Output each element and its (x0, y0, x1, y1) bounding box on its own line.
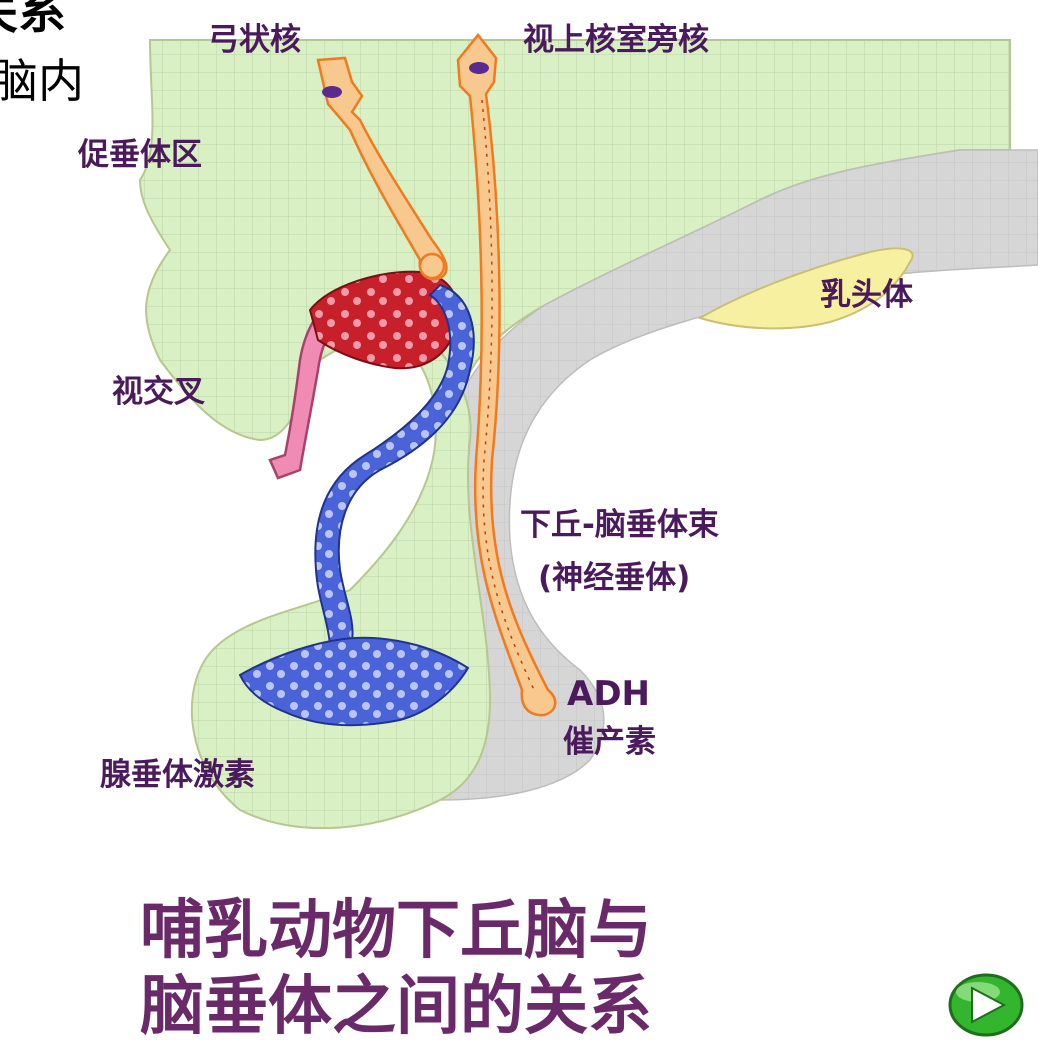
label-supraoptic-paraventricular: 视上核室旁核 (523, 22, 709, 58)
caption-line-1: 哺乳动物下丘脑与 (140, 893, 652, 968)
label-hypophysiotropic-area: 促垂体区 (77, 137, 202, 173)
label-tropic-hormones: 腺垂体激素 (100, 757, 255, 793)
label-arcuate-nucleus: 弓状核 (208, 22, 301, 58)
label-hypothalamo-hypophyseal-tract: 下丘-脑垂体束 (520, 507, 719, 543)
play-button[interactable] (950, 975, 1022, 1035)
label-oxytocin: 催产素 (563, 724, 656, 760)
label-mammillary-body: 乳头体 (820, 277, 913, 313)
caption-line-2: 脑垂体之间的关系 (140, 969, 652, 1044)
label-neurohypophysis: (神经垂体) (538, 560, 690, 596)
label-adh: ADH (567, 674, 650, 714)
label-optic-chiasm: 视交叉 (112, 374, 205, 410)
